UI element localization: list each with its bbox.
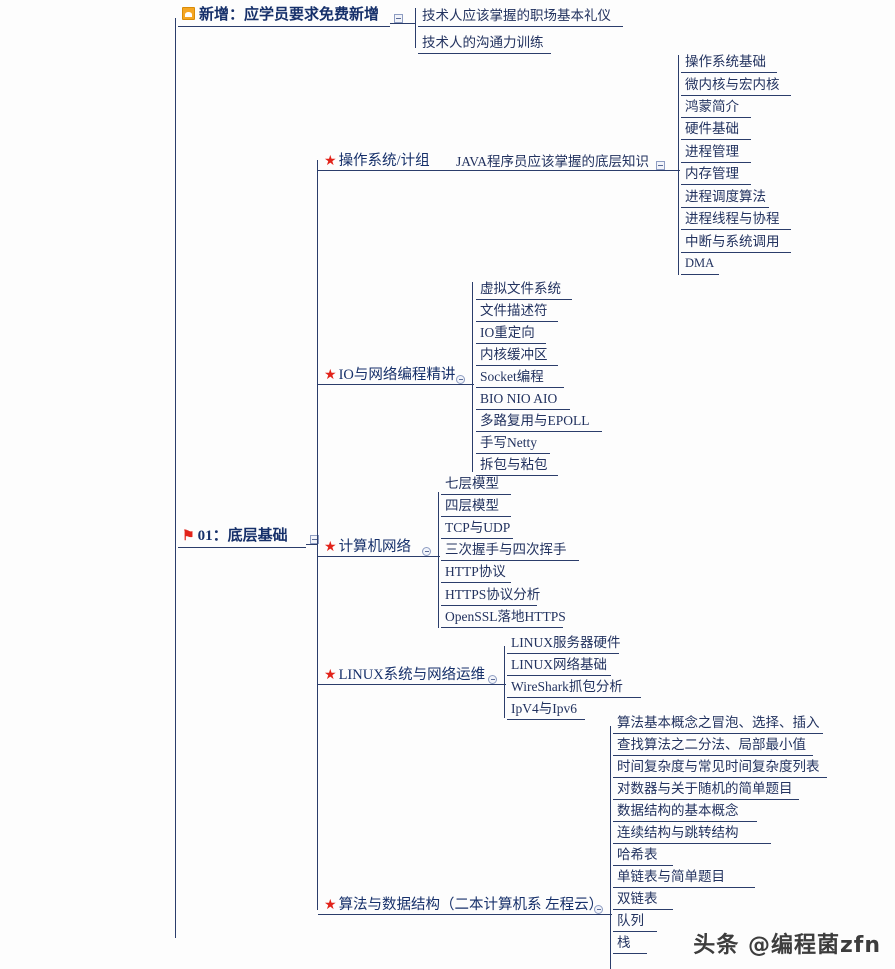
node-b1-child-6[interactable]: 多路复用与EPOLL [476, 411, 602, 432]
node-b0-child-4[interactable]: 进程管理 [681, 142, 751, 163]
node-b1-child-8[interactable]: 拆包与粘包 [476, 455, 558, 476]
node-b2-child-0[interactable]: 七层模型 [441, 474, 511, 495]
root-children-spine [317, 160, 319, 910]
node-top-child-0[interactable]: 技术人应该掌握的职场基本礼仪 [418, 6, 623, 27]
red-flag-icon: ⚑ [182, 529, 195, 544]
node-branch-4[interactable]: ★算法与数据结构（二本计算机系 左程云） [320, 896, 603, 916]
toggle-branch-4[interactable] [594, 905, 603, 914]
node-b1-child-2[interactable]: IO重定向 [476, 323, 546, 344]
node-b4-child-0[interactable]: 算法基本概念之冒泡、选择、插入 [613, 713, 823, 734]
node-top-branch-label: 新增：应学员要求免费新增 [199, 7, 380, 23]
connector-root [306, 544, 318, 546]
node-root-label: 01：底层基础 [197, 528, 288, 544]
node-b2-child-4[interactable]: HTTP协议 [441, 562, 511, 583]
node-b2-child-5[interactable]: HTTPS协议分析 [441, 585, 540, 606]
node-b4-child-5[interactable]: 连续结构与跳转结构 [613, 823, 771, 844]
node-b0-child-2[interactable]: 鸿蒙简介 [681, 97, 751, 118]
node-branch-4-label: 算法与数据结构（二本计算机系 左程云） [338, 897, 604, 913]
node-b3-child-0[interactable]: LINUX服务器硬件 [507, 633, 621, 654]
node-top-branch[interactable]: 新增：应学员要求免费新增 [178, 6, 390, 27]
node-b1-child-1[interactable]: 文件描述符 [476, 301, 558, 322]
red-star-icon: ★ [324, 368, 337, 383]
node-b2-child-3[interactable]: 三次握手与四次挥手 [441, 540, 579, 561]
toggle-branch-0[interactable] [656, 161, 665, 170]
connector-top-branch [390, 23, 416, 25]
spine-branch-3 [504, 646, 506, 718]
node-b3-child-1[interactable]: LINUX网络基础 [507, 655, 611, 676]
node-b0-child-5[interactable]: 内存管理 [681, 164, 751, 185]
node-b0-child-8[interactable]: 中断与系统调用 [681, 232, 791, 253]
watermark: 头条 @编程菌zfn [693, 933, 881, 958]
node-b0-child-0[interactable]: 操作系统基础 [681, 52, 777, 73]
node-branch-3-label: LINUX系统与网络运维 [338, 667, 486, 683]
connector-branch-4 [590, 914, 612, 916]
node-b1-child-5[interactable]: BIO NIO AIO [476, 389, 570, 410]
connector-branch-0 [652, 170, 680, 172]
node-b4-child-8[interactable]: 双链表 [613, 889, 673, 910]
node-branch-0[interactable]: ★操作系统/计组 [320, 152, 438, 172]
toggle-top-branch[interactable] [394, 14, 403, 23]
node-b3-child-3[interactable]: IpV4与Ipv6 [507, 699, 585, 720]
node-b3-child-2[interactable]: WireShark抓包分析 [507, 677, 641, 698]
node-branch-1-label: IO与网络编程精讲 [338, 367, 456, 383]
red-star-icon: ★ [324, 540, 337, 555]
toggle-branch-3[interactable] [488, 675, 497, 684]
node-branch-2[interactable]: ★计算机网络 [320, 538, 416, 558]
connector-branch-2 [418, 556, 440, 558]
node-branch-2-label: 计算机网络 [338, 539, 412, 555]
toggle-root[interactable] [310, 535, 319, 544]
node-b0-child-6[interactable]: 进程调度算法 [681, 187, 769, 208]
toggle-branch-1[interactable] [456, 375, 465, 384]
node-root[interactable]: ⚑01：底层基础 [178, 527, 306, 548]
underline-branch-2 [318, 556, 418, 558]
node-b4-child-9[interactable]: 队列 [613, 911, 657, 932]
red-star-icon: ★ [324, 898, 337, 913]
spine-branch-4 [610, 726, 612, 969]
node-b2-child-6[interactable]: OpenSSL落地HTTPS [441, 607, 566, 628]
node-b2-child-2[interactable]: TCP与UDP [441, 518, 513, 539]
node-branch-1[interactable]: ★IO与网络编程精讲 [320, 366, 455, 386]
orange-square-icon [182, 7, 195, 20]
node-b4-child-2[interactable]: 时间复杂度与常见时间复杂度列表 [613, 757, 827, 778]
node-b0-child-3[interactable]: 硬件基础 [681, 119, 751, 140]
underline-branch-1 [318, 384, 452, 386]
node-b4-child-1[interactable]: 查找算法之二分法、局部最小值 [613, 735, 813, 756]
underline-branch-0 [318, 170, 652, 172]
node-b4-child-7[interactable]: 单链表与简单题目 [613, 867, 755, 888]
node-branch-0-label: 操作系统/计组 [338, 153, 430, 169]
node-b4-child-3[interactable]: 对数器与关于随机的简单题目 [613, 779, 799, 800]
spine-branch-0 [678, 55, 680, 275]
trunk-line [175, 18, 177, 938]
node-branch-3[interactable]: ★LINUX系统与网络运维 [320, 666, 485, 686]
red-star-icon: ★ [324, 154, 337, 169]
node-b0-child-1[interactable]: 微内核与宏内核 [681, 75, 791, 96]
red-star-icon: ★ [324, 668, 337, 683]
underline-branch-3 [318, 684, 484, 686]
node-b2-child-1[interactable]: 四层模型 [441, 496, 511, 517]
node-top-child-1[interactable]: 技术人的沟通力训练 [418, 33, 551, 54]
node-b0-child-7[interactable]: 进程线程与协程 [681, 209, 791, 230]
node-b1-child-3[interactable]: 内核缓冲区 [476, 345, 558, 366]
spine-branch-2 [438, 492, 440, 628]
node-b1-child-4[interactable]: Socket编程 [476, 367, 564, 388]
node-b4-child-4[interactable]: 数据结构的基本概念 [613, 801, 757, 822]
spine-branch-1 [472, 282, 474, 472]
node-b0-child-9[interactable]: DMA [681, 254, 719, 275]
node-b4-child-6[interactable]: 哈希表 [613, 845, 673, 866]
node-branch-0-sublabel[interactable]: JAVA程序员应该掌握的底层知识 [456, 154, 650, 169]
connector-top-branch-spine [415, 8, 417, 48]
node-b1-child-7[interactable]: 手写Netty [476, 433, 550, 454]
connector-branch-1 [452, 384, 474, 386]
node-b1-child-0[interactable]: 虚拟文件系统 [476, 279, 572, 300]
connector-branch-3 [484, 684, 506, 686]
toggle-branch-2[interactable] [422, 547, 431, 556]
node-b4-child-10[interactable]: 栈 [613, 933, 647, 954]
underline-branch-4 [318, 914, 590, 916]
